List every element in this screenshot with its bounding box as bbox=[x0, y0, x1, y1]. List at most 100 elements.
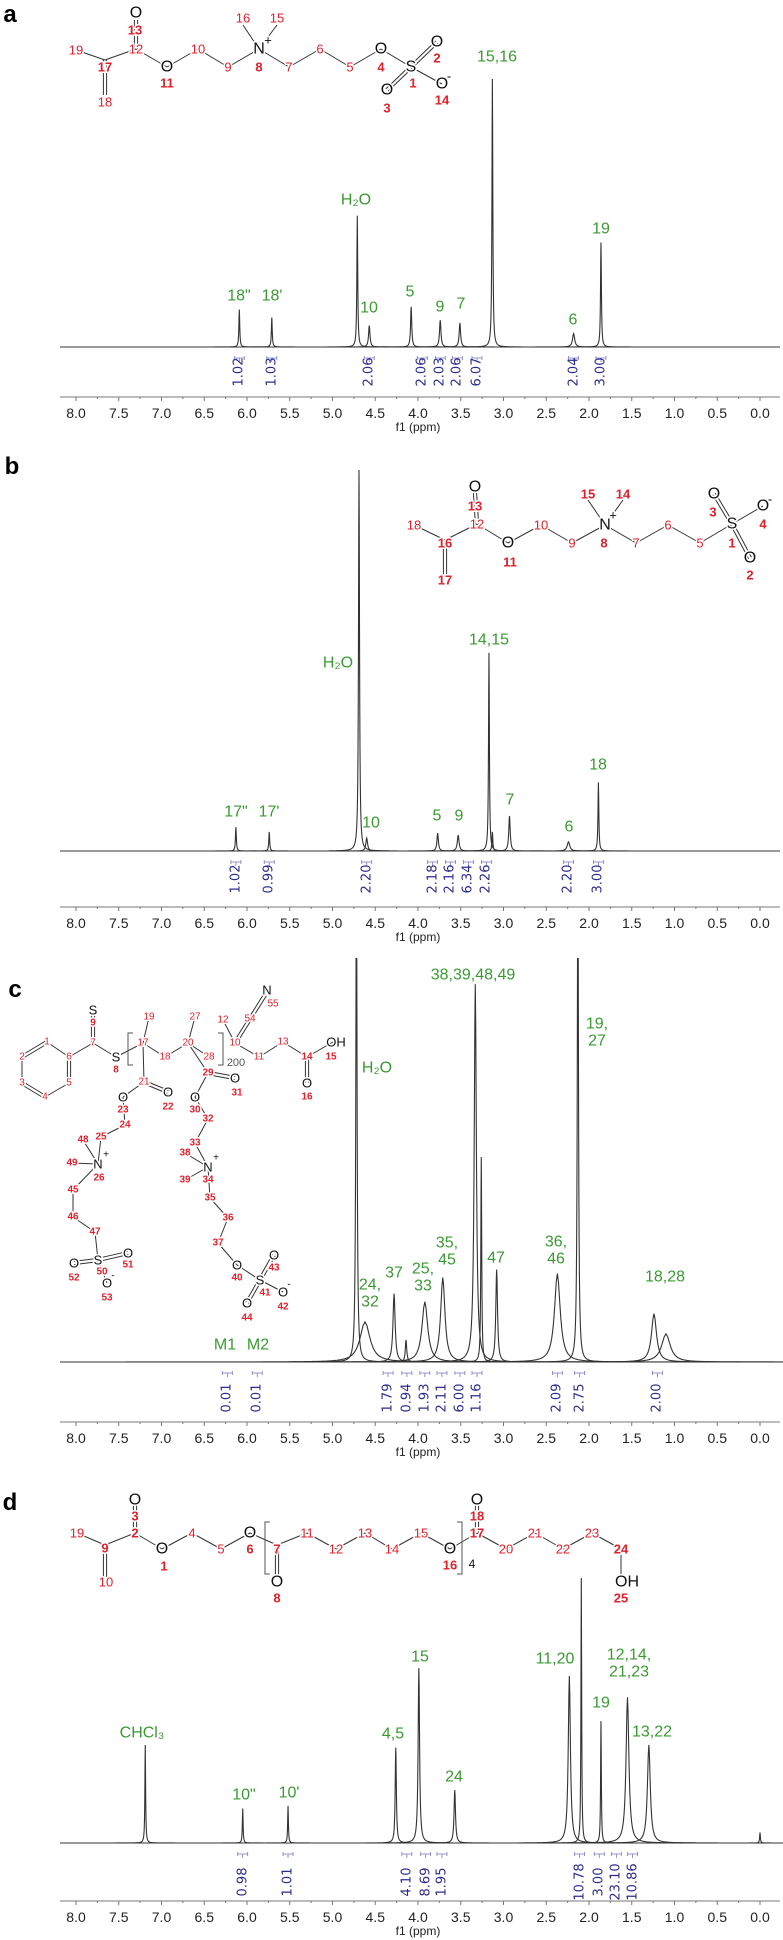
bond-line bbox=[71, 1162, 99, 1165]
peak-label: 11,20 bbox=[535, 1650, 575, 1668]
atom-number-label: 8 bbox=[273, 1591, 280, 1606]
bond-line bbox=[76, 1532, 106, 1546]
spectrum-peak bbox=[288, 1301, 562, 1363]
integral-value: 2.75 bbox=[572, 1383, 588, 1413]
atom-symbol: OH bbox=[615, 1574, 639, 1591]
bond-line bbox=[104, 48, 137, 61]
peak-label: 6 bbox=[564, 818, 574, 836]
x-tick-label: 1.5 bbox=[622, 1909, 642, 1925]
bond-line bbox=[115, 1042, 144, 1058]
bond-line bbox=[100, 1124, 126, 1138]
atom-number-label: 43 bbox=[268, 1263, 280, 1274]
peak-label: CHCl₃ bbox=[119, 1724, 165, 1742]
x-tick-label: 8.0 bbox=[66, 1909, 86, 1925]
atom-number-label: 6 bbox=[664, 518, 671, 533]
integral-value: 23.10 bbox=[608, 1863, 624, 1901]
x-tick-label: 0.5 bbox=[707, 1909, 727, 1925]
double-bond-line bbox=[730, 524, 750, 559]
charge-sign: - bbox=[287, 1280, 290, 1291]
bond-line bbox=[476, 1532, 507, 1550]
atom-symbol: O bbox=[156, 1541, 168, 1558]
bond-line bbox=[104, 1532, 136, 1546]
double-bond-line bbox=[235, 995, 267, 1045]
bond-line bbox=[420, 1532, 451, 1550]
x-tick-label: 4.5 bbox=[365, 405, 385, 421]
x-tick-label: 1.0 bbox=[664, 915, 685, 931]
x-axis-label: f1 (ppm) bbox=[395, 1924, 441, 1938]
x-tick-label: 4.5 bbox=[365, 915, 385, 931]
atom-symbol: O bbox=[163, 1085, 173, 1100]
x-tick-label: 1.5 bbox=[622, 915, 642, 931]
x-tick-label: 8.0 bbox=[66, 1430, 86, 1446]
double-bond-line bbox=[476, 492, 480, 524]
peak-label: M1 bbox=[213, 1336, 237, 1354]
atom-symbol: S bbox=[89, 1003, 98, 1018]
spectrum-peak bbox=[455, 1269, 538, 1363]
atom-number-label: 23 bbox=[585, 1526, 599, 1541]
integral-value: 2.04 bbox=[566, 357, 582, 387]
atom-number-label: 55 bbox=[267, 999, 279, 1010]
x-tick-label: 0.5 bbox=[707, 405, 727, 421]
peak-label: M2 bbox=[246, 1336, 270, 1354]
peak-label: 7 bbox=[505, 791, 515, 809]
bond-line bbox=[194, 1096, 209, 1120]
spectrum-peak bbox=[460, 1332, 783, 1363]
atom-symbol: O bbox=[118, 1090, 128, 1105]
atom-number-label: 24 bbox=[614, 1542, 629, 1557]
x-tick-label: 6.0 bbox=[237, 1909, 257, 1925]
atom-number-label: 3 bbox=[383, 101, 390, 116]
atom-number-label: 38 bbox=[179, 1148, 191, 1159]
charge-sign: - bbox=[111, 1271, 114, 1282]
x-tick-label: 3.0 bbox=[493, 405, 514, 421]
double-bond-line bbox=[247, 1280, 262, 1305]
bond-line bbox=[236, 1264, 261, 1281]
bond-line bbox=[75, 49, 106, 61]
bond-line bbox=[476, 523, 509, 544]
peak-label: 36, 46 bbox=[544, 1233, 568, 1268]
atom-symbol: O bbox=[708, 486, 720, 503]
bond-line bbox=[122, 1096, 126, 1126]
x-tick-label: 7.5 bbox=[109, 1430, 129, 1446]
spectrum-peak bbox=[125, 1320, 605, 1363]
atom-symbol: O bbox=[244, 1525, 256, 1542]
atom-number-label: 6 bbox=[66, 1052, 72, 1063]
atom-number-label: 27 bbox=[189, 1012, 201, 1023]
integral-bracket bbox=[445, 860, 456, 866]
peak-label: 25, 33 bbox=[411, 1260, 435, 1295]
integral-bracket bbox=[574, 1371, 585, 1377]
bond-line bbox=[604, 499, 624, 526]
integral-bracket bbox=[233, 356, 245, 362]
atom-number-label: 3 bbox=[709, 505, 716, 520]
x-tick-label: 5.5 bbox=[280, 1430, 300, 1446]
spectrum-peak bbox=[205, 826, 266, 852]
atom-number-label: 28 bbox=[203, 1052, 215, 1063]
atom-number-label: 10 bbox=[229, 1038, 241, 1049]
x-tick-label: 4.0 bbox=[408, 1909, 428, 1925]
spectrum-peak bbox=[462, 831, 523, 852]
integral-value: 1.01 bbox=[280, 1867, 296, 1897]
bond-line bbox=[122, 1081, 145, 1098]
atom-number-label: 200 bbox=[227, 1057, 245, 1069]
atom-number-label: 16 bbox=[438, 536, 452, 551]
atom-number-label: 35 bbox=[204, 1193, 216, 1204]
integral-bracket bbox=[574, 1852, 585, 1858]
atom-number-label: 9 bbox=[568, 536, 575, 551]
bond-line bbox=[276, 1532, 308, 1546]
peak-label: 15 bbox=[411, 1648, 429, 1666]
atom-number-label: 17 bbox=[438, 573, 452, 588]
integral-value: 2.26 bbox=[478, 864, 494, 894]
atom-number-label: 4 bbox=[469, 1557, 476, 1571]
integral-value: 0.99 bbox=[261, 864, 277, 894]
bond-line bbox=[635, 524, 669, 544]
integral-value: 2.00 bbox=[649, 1383, 665, 1413]
integral-value: 1.03 bbox=[264, 357, 280, 387]
atom-number-label: 14 bbox=[301, 1052, 313, 1063]
atom-symbol: O bbox=[744, 550, 756, 567]
integral-value: 2.06 bbox=[449, 357, 465, 387]
x-tick-label: 2.0 bbox=[579, 405, 599, 421]
x-tick-label: 5.0 bbox=[322, 915, 343, 931]
atom-symbol: S bbox=[112, 1050, 121, 1065]
charge-sign: + bbox=[103, 1150, 109, 1161]
atom-number-label: 15 bbox=[581, 487, 595, 502]
